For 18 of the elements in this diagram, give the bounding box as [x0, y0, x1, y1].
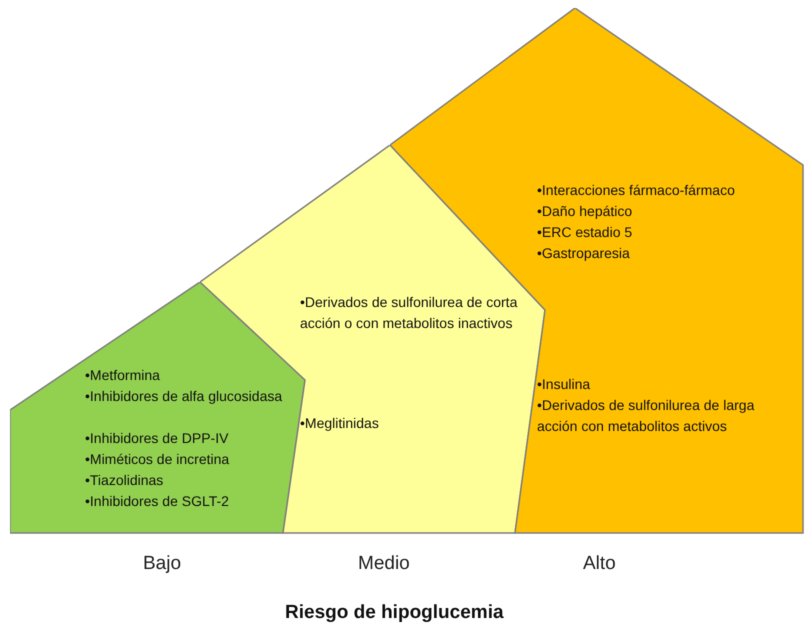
list-item: •Interacciones fármaco-fármaco: [537, 181, 736, 200]
list-item: •Meglitinidas: [300, 414, 380, 433]
list-item: •Miméticos de incretina: [85, 450, 230, 469]
list-item: •ERC estadio 5: [537, 223, 634, 242]
risk-level-label: Bajo: [143, 553, 182, 575]
list-item: •Derivados de sulfonilurea de larga acción con metabolitos activos: [537, 396, 756, 436]
axis-caption: Riesgo de hipoglucemia: [285, 602, 504, 624]
list-item: •Tiazolidinas: [85, 471, 164, 490]
list-item: •Daño hepático: [537, 202, 634, 221]
list-item: •Inhibidores de DPP-IV: [85, 429, 230, 448]
list-item: •Inhibidores de alfa glucosidasa: [85, 387, 284, 406]
list-item: •Insulina: [537, 375, 592, 394]
list-item: •Metformina: [85, 366, 161, 385]
risk-level-label: Medio: [358, 553, 410, 575]
list-item: •Inhibidores de SGLT-2: [85, 492, 230, 511]
list-item: •Derivados de sulfonilurea de corta acción o con metabolitos inactivos: [300, 293, 518, 333]
risk-level-label: Alto: [583, 553, 616, 575]
list-item: •Gastroparesia: [537, 244, 631, 263]
